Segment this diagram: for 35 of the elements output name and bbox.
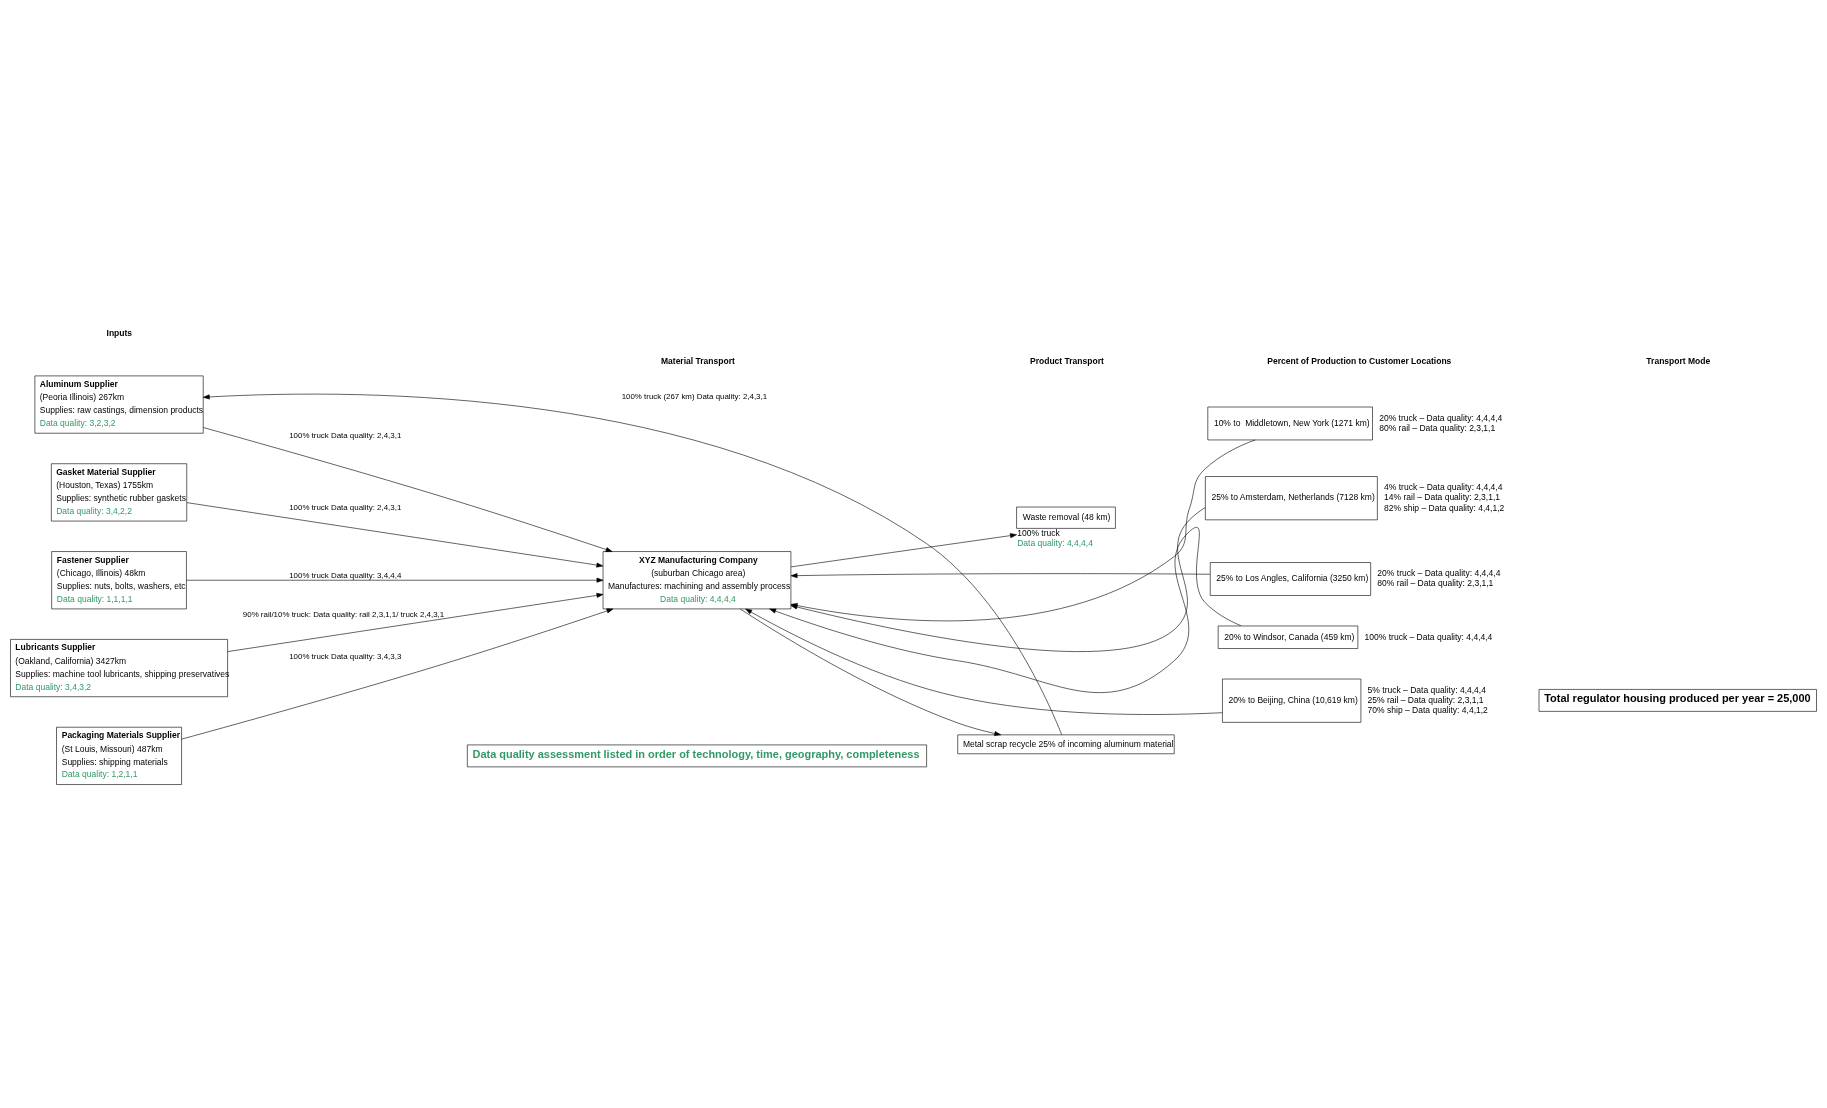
arrow <box>745 608 1223 715</box>
node-label: 70% ship – Data quality: 4,4,1,2 <box>1367 705 1488 716</box>
arrow <box>202 427 613 552</box>
arrow <box>227 592 604 652</box>
node-box: 25% to Amsterdam, Netherlands (7128 km) <box>1205 476 1378 521</box>
node-label: 82% ship – Data quality: 4,4,1,2 <box>1384 502 1505 513</box>
node-label: 20% truck – Data quality: 4,4,4,4 <box>1379 412 1503 423</box>
arrow <box>181 608 614 740</box>
label: Material Transport <box>660 355 735 366</box>
label: Percent of Production to Customer Locations <box>1267 356 1452 367</box>
node-label: 100% truck – Data quality: 4,4,4,4 <box>1364 631 1493 642</box>
arrow <box>186 577 604 583</box>
node-box: 25% to Los Angles, California (3250 km) <box>1209 562 1371 596</box>
node-label: 80% rail – Data quality: 2,3,1,1 <box>1377 578 1494 589</box>
node-label: Data quality: 4,4,4,4 <box>1017 538 1093 549</box>
label: Transport Mode <box>1646 356 1711 367</box>
label: Inputs <box>106 328 133 339</box>
arrow <box>739 608 1002 736</box>
node-box: 20% to Beijing, China (10,619 km) <box>1222 678 1362 723</box>
arrow <box>769 527 1242 693</box>
node-label: 20% truck – Data quality: 4,4,4,4 <box>1377 568 1501 579</box>
node-box: 20% to Windsor, Canada (459 km) <box>1217 625 1359 649</box>
arrow <box>790 533 1017 568</box>
node-label: 25% rail – Data quality: 2,3,1,1 <box>1367 694 1484 705</box>
arrow <box>186 502 604 568</box>
label: Product Transport <box>1030 355 1104 366</box>
node-label: 100% truck <box>1017 527 1060 538</box>
arrow <box>790 573 1211 579</box>
node-box: Waste removal (48 km) <box>1016 506 1116 529</box>
node-label: 14% rail – Data quality: 2,3,1,1 <box>1384 492 1501 503</box>
node-label: 4% truck – Data quality: 4,4,4,4 <box>1384 482 1503 493</box>
node-label: 80% rail – Data quality: 2,3,1,1 <box>1379 422 1496 433</box>
node-box: 10% to Middletown, New York (1271 km) <box>1207 406 1373 441</box>
arrow <box>202 393 1062 735</box>
node-label: 5% truck – Data quality: 4,4,4,4 <box>1367 684 1486 695</box>
